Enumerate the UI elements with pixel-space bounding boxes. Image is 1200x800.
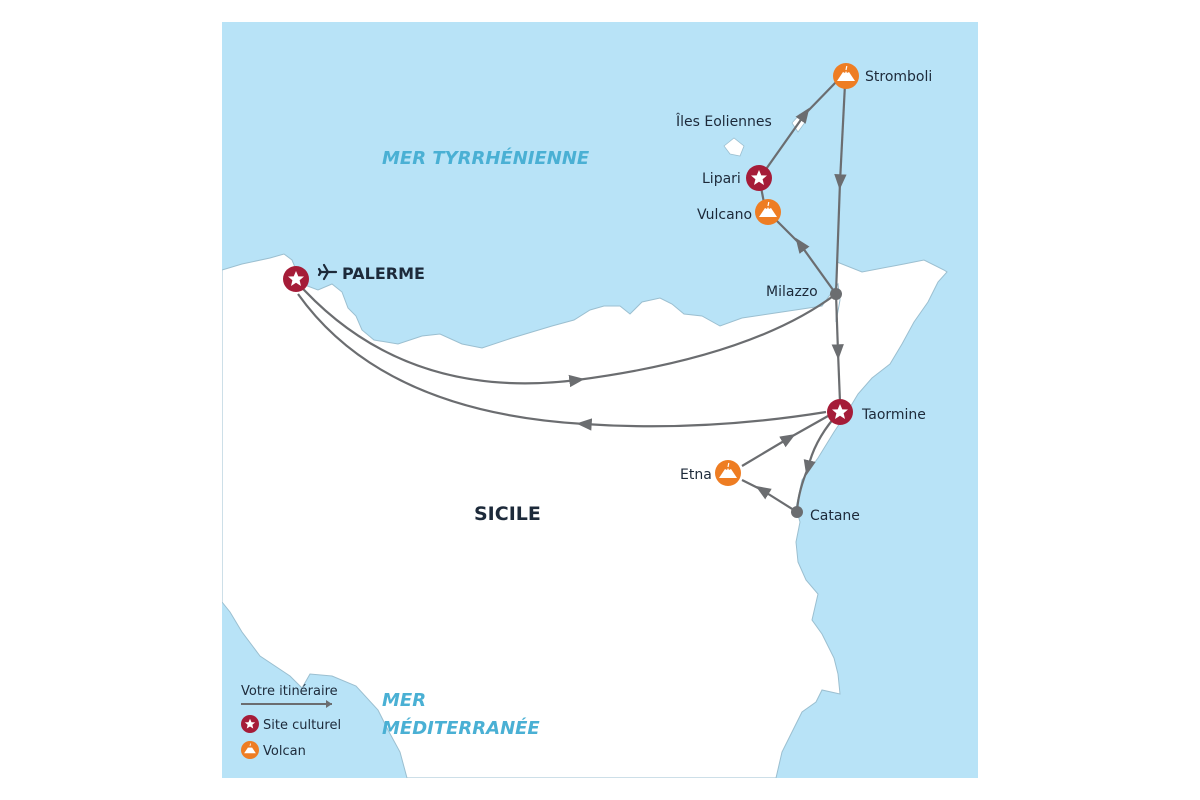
lipari-culture-marker[interactable] xyxy=(746,165,772,191)
taormine-label: Taormine xyxy=(861,407,926,423)
legend-route-label: Votre itinéraire xyxy=(241,684,338,699)
sicily-label: SICILE xyxy=(474,503,541,525)
legend-volcano-label: Volcan xyxy=(263,744,306,759)
mediterranean-sea-label-line1: MER xyxy=(382,690,426,711)
eolian-island-2 xyxy=(723,137,745,157)
vulcano-label: Vulcano xyxy=(697,207,752,223)
mediterranean-sea-label-line2: MÉDITERRANÉE xyxy=(382,717,540,739)
sicily-landmass xyxy=(222,253,948,778)
eolian-islands-label: Îles Eoliennes xyxy=(675,112,772,130)
catane-label: Catane xyxy=(810,508,860,524)
airplane-icon xyxy=(317,263,338,281)
etna-volcano-marker[interactable] xyxy=(715,460,741,486)
legend-volcano-icon xyxy=(241,741,259,759)
stromboli-label: Stromboli xyxy=(865,69,932,85)
sicily-itinerary-map: PALERME Stromboli Lipari Vulcano Milazzo… xyxy=(222,22,978,778)
etna-label: Etna xyxy=(680,467,712,483)
taormine-culture-marker[interactable] xyxy=(827,399,853,425)
catane-stop-marker[interactable] xyxy=(791,506,803,518)
tyrrhenian-sea-label: MER TYRRHÉNIENNE xyxy=(382,147,590,169)
palerme-label: PALERME xyxy=(342,264,425,283)
stromboli-volcano-marker[interactable] xyxy=(833,63,859,89)
legend-culture-icon xyxy=(241,715,259,733)
legend-culture-label: Site culturel xyxy=(263,718,341,733)
itinerary-routes xyxy=(294,79,847,513)
milazzo-label: Milazzo xyxy=(766,284,818,300)
palerme-culture-marker[interactable] xyxy=(283,266,309,292)
map-legend: Votre itinéraire Site culturel Volcan xyxy=(241,684,341,759)
milazzo-stop-marker[interactable] xyxy=(830,288,842,300)
lipari-label: Lipari xyxy=(702,171,741,187)
vulcano-volcano-marker[interactable] xyxy=(755,199,781,225)
